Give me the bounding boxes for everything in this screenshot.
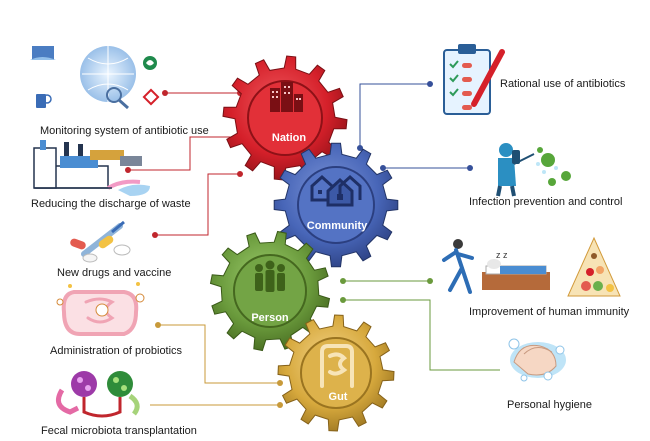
people-icon [255,260,285,292]
right-labels: Rational use of antibiotics Infection pr… [469,78,630,411]
gear-label-gut: Gut [329,391,348,403]
label-immunity: Improvement of human immunity [469,306,630,318]
connector-probiotics [158,324,280,384]
monitoring-illustration [30,46,160,110]
building-icon [270,82,303,112]
gear-person: Person [209,230,331,352]
gear-nation: Nation [222,55,348,181]
label-waste: Reducing the discharge of waste [31,198,191,210]
gear-label-community: Community [307,220,368,232]
label-fmt: Fecal microbiota transplantation [41,425,197,437]
gear-label-nation: Nation [272,132,307,144]
connector-hygiene [343,299,500,371]
disinfection-illustration [496,143,571,197]
label-hygiene: Personal hygiene [507,399,592,411]
drugs-illustration [70,220,131,263]
left-labels: Monitoring system of antibiotic use Redu… [31,125,209,437]
intestine-icon [320,344,354,388]
label-probiotics: Administration of probiotics [50,345,183,357]
connector-drugs [155,173,240,236]
immunity-illustration: z z [442,236,621,297]
gear-label-person: Person [251,312,289,324]
connector-waste [128,136,240,171]
label-infection: Infection prevention and control [469,196,623,208]
label-rational: Rational use of antibiotics [500,78,626,90]
gear-gut: Gut [277,314,395,432]
houses-icon [310,174,362,207]
connector-lines [128,83,500,406]
label-drugs: New drugs and vaccine [57,267,171,279]
connector-rational [359,83,430,148]
svg-text:z z: z z [496,250,508,260]
factory-illustration [33,140,150,196]
label-monitoring: Monitoring system of antibiotic use [40,125,209,137]
gear-community: Community [273,142,399,268]
probiotics-illustration [56,282,145,336]
clipboard-illustration [443,44,505,115]
handwash-illustration [508,338,566,382]
fmt-illustration [55,371,140,418]
